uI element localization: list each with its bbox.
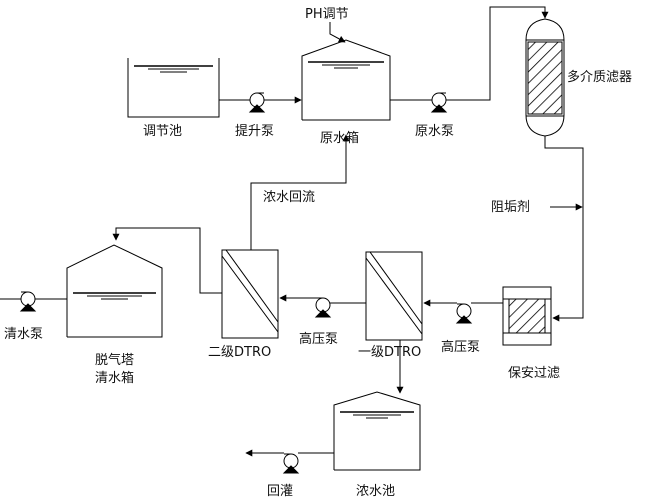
label-scale-inhibitor: 阻垢剂 <box>491 200 531 215</box>
degassing-tower-tank <box>66 244 163 338</box>
label-regulating-tank: 调节池 <box>143 124 183 139</box>
concentrate-return-line <box>250 134 350 250</box>
label-degassing-tower: 脱气塔 <box>95 353 135 368</box>
high-pressure-pump-1 <box>455 303 473 324</box>
multimedia-filter <box>525 18 565 137</box>
security-filter <box>502 286 552 346</box>
label-recirculation: 回灌 <box>267 484 294 499</box>
label-high-pressure-pump-1: 高压泵 <box>441 340 481 355</box>
label-concentrate-tank: 浓水池 <box>356 484 396 499</box>
label-raw-water-pump: 原水泵 <box>415 124 455 139</box>
label-security-filter: 保安过滤 <box>508 366 561 381</box>
flow-line-filter-to-security-filter <box>544 136 584 322</box>
ph-dosing-line <box>329 22 346 43</box>
high-pressure-pump-2 <box>314 297 332 318</box>
flow-line-dtro-2-to-degassing-tower <box>112 227 222 294</box>
label-raw-water-tank: 原水箱 <box>320 131 360 146</box>
recirculation-pump <box>282 453 300 474</box>
clear-water-pump <box>19 291 37 312</box>
label-high-pressure-pump-2: 高压泵 <box>299 332 339 347</box>
label-clear-water-tank: 清水箱 <box>95 371 135 386</box>
label-concentrate-return: 浓水回流 <box>263 190 316 205</box>
raw-water-tank <box>301 39 391 121</box>
label-lift-pump: 提升泵 <box>235 124 275 139</box>
label-first-stage-dtro: 一级DTRO <box>358 345 422 360</box>
label-ph-adjust: PH调节 <box>305 7 349 22</box>
second-stage-dtro <box>221 249 279 339</box>
flow-line-pump-to-multimedia-filter <box>446 6 549 101</box>
label-second-stage-dtro: 二级DTRO <box>208 345 272 360</box>
regulating-tank <box>127 58 220 118</box>
concentrate-tank <box>333 391 421 471</box>
label-multimedia-filter: 多介质滤器 <box>567 70 633 85</box>
lift-pump <box>248 92 266 113</box>
first-stage-dtro <box>365 251 423 341</box>
label-clear-water-pump: 清水泵 <box>4 327 44 342</box>
raw-water-pump <box>430 92 448 113</box>
